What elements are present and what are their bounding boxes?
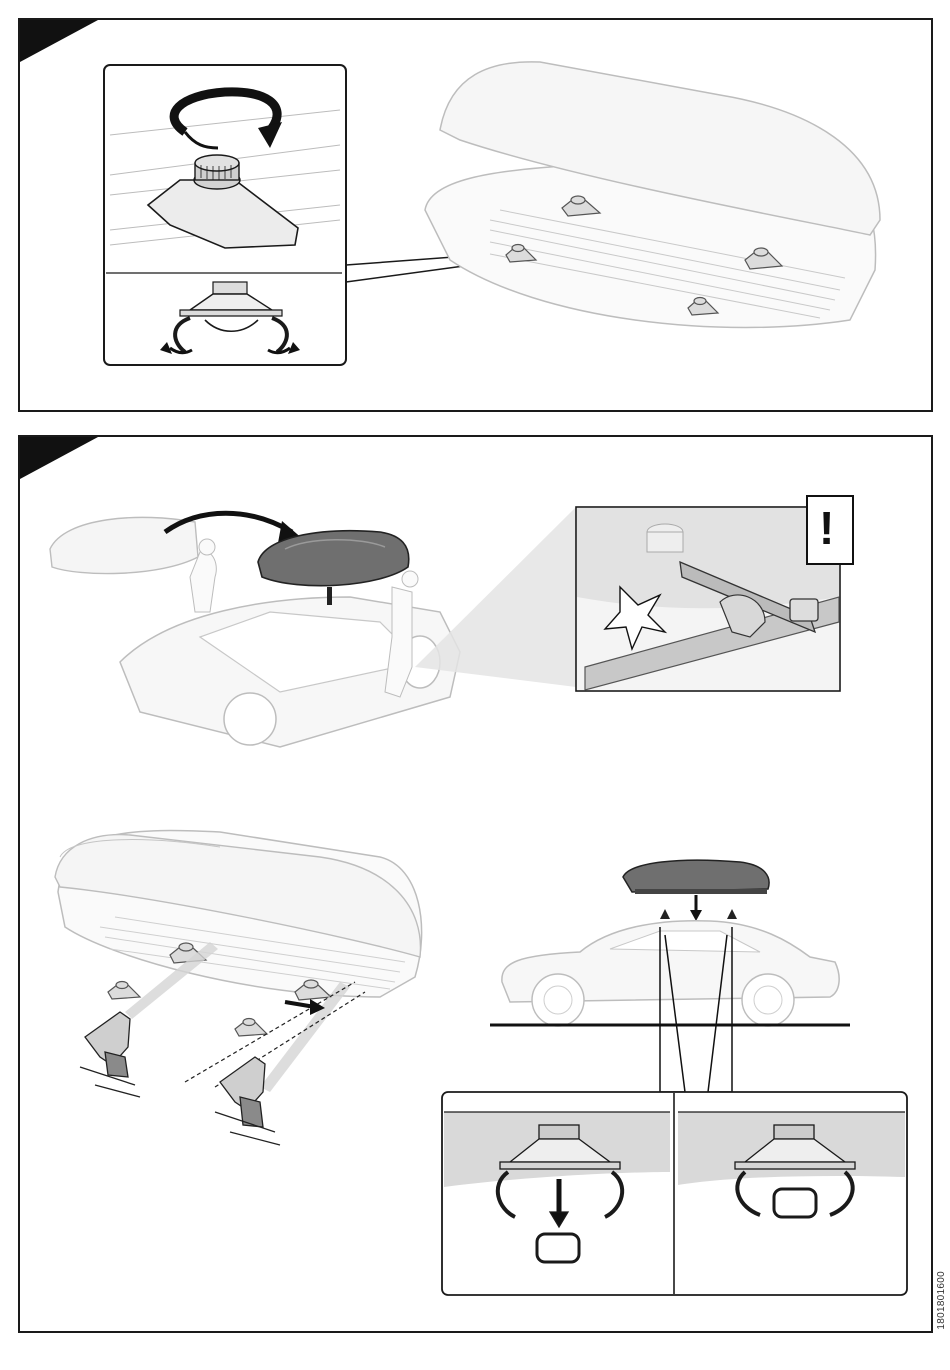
document-code: 1801801600 — [936, 1271, 947, 1330]
open-roof-box-illustration — [20, 20, 935, 414]
clamp-detail-callout — [20, 437, 935, 1335]
step-panel-2: ! — [18, 435, 933, 1333]
step-panel-1 — [18, 18, 933, 412]
